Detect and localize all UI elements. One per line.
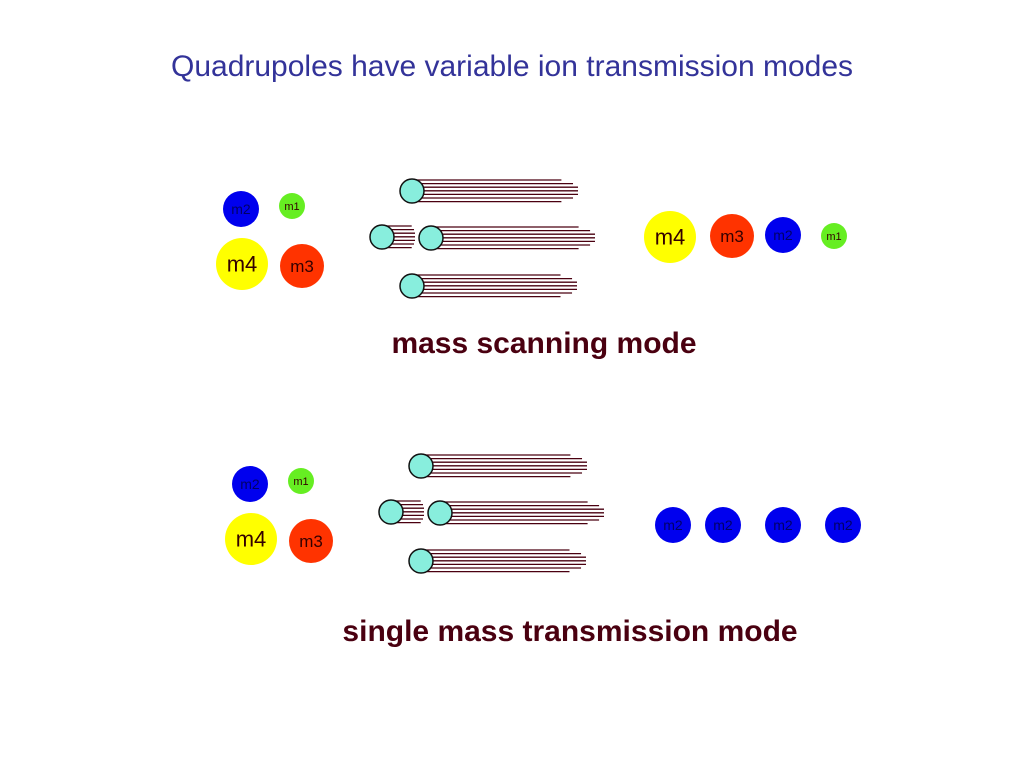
ion-label: m4 [655, 225, 686, 250]
ion-label: m4 [236, 527, 267, 552]
input-ion-m4: m4 [225, 513, 277, 565]
input-ion-m1: m1 [288, 468, 314, 494]
output-ion-m1: m1 [821, 223, 847, 249]
rod-end [399, 273, 425, 299]
ion-label: m2 [663, 517, 683, 533]
ion-circle [821, 223, 847, 249]
ion-label: m2 [240, 476, 260, 492]
slide-title: Quadrupoles have variable ion transmissi… [170, 50, 854, 83]
ion-circle [655, 507, 691, 543]
input-ion-m2: m2 [232, 466, 268, 502]
ion-circle [216, 238, 268, 290]
ion-circle [232, 466, 268, 502]
quadrupole-rod-bottom [399, 273, 577, 299]
input-ion-m4: m4 [216, 238, 268, 290]
ion-label: m2 [773, 517, 793, 533]
output-ion-m2: m2 [655, 507, 691, 543]
rod-end [378, 499, 404, 525]
output-ion-m3: m3 [710, 214, 754, 258]
output-ion-m2: m2 [765, 507, 801, 543]
input-ion-m3: m3 [280, 244, 324, 288]
quadrupole-rod-front [369, 224, 415, 250]
rod-end [427, 500, 453, 526]
caption-single-mass: single mass transmission mode [342, 615, 798, 648]
ion-circle [710, 214, 754, 258]
ion-circle [225, 513, 277, 565]
rod-end [418, 225, 444, 251]
ion-circle [825, 507, 861, 543]
ion-circle [705, 507, 741, 543]
ion-label: m1 [284, 201, 299, 213]
ion-label: m3 [290, 257, 314, 276]
caption-mass-scanning: mass scanning mode [391, 327, 697, 360]
ion-label: m3 [720, 227, 744, 246]
ion-circle [644, 211, 696, 263]
quadrupole-rod-top [399, 178, 578, 204]
quadrupole-rod-top [408, 453, 587, 479]
quadrupole-rod-front [378, 499, 424, 525]
output-ion-m2: m2 [705, 507, 741, 543]
ion-label: m1 [293, 476, 308, 488]
output-ion-m4: m4 [644, 211, 696, 263]
ion-label: m3 [299, 532, 323, 551]
ion-label: m4 [227, 252, 258, 277]
input-ion-m3: m3 [289, 519, 333, 563]
ion-label: m2 [773, 227, 793, 243]
input-ion-m1: m1 [279, 193, 305, 219]
ion-circle [223, 191, 259, 227]
ion-circle [279, 193, 305, 219]
ion-circle [765, 507, 801, 543]
ion-circle [280, 244, 324, 288]
quadrupole-rod-middle [418, 225, 595, 251]
ion-label: m2 [231, 201, 251, 217]
ion-label: m2 [713, 517, 733, 533]
ion-label: m2 [833, 517, 853, 533]
output-ion-m2: m2 [765, 217, 801, 253]
ion-circle [289, 519, 333, 563]
rod-end [399, 178, 425, 204]
quadrupole-rod-middle [427, 500, 604, 526]
ion-circle [765, 217, 801, 253]
quadrupole-rod-bottom [408, 548, 586, 574]
rod-end [408, 548, 434, 574]
output-ion-m2: m2 [825, 507, 861, 543]
input-ion-m2: m2 [223, 191, 259, 227]
rod-end [369, 224, 395, 250]
rod-end [408, 453, 434, 479]
ion-label: m1 [826, 231, 841, 243]
ion-circle [288, 468, 314, 494]
